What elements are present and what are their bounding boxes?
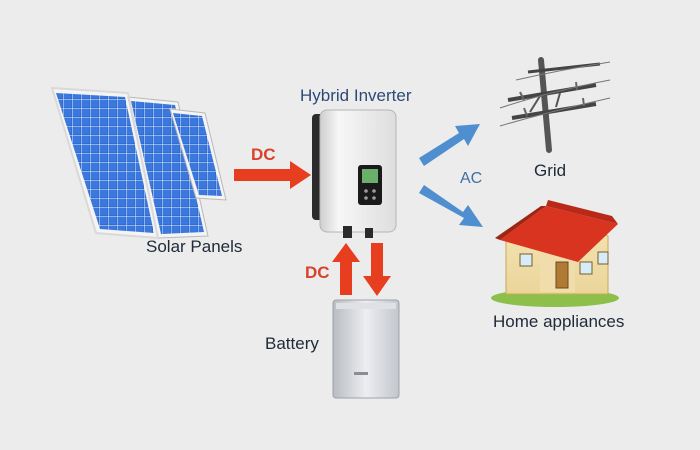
inverter-label: Hybrid Inverter — [300, 86, 412, 105]
dc-label-bottom: DC — [305, 263, 330, 282]
hybrid-inverter-icon — [312, 109, 397, 238]
dc-arrow-down — [363, 243, 391, 296]
house-icon — [491, 200, 619, 307]
grid-label: Grid — [534, 161, 567, 180]
dc-arrow-up — [332, 243, 360, 295]
home-appliances-label: Home appliances — [493, 312, 625, 331]
ac-arrow-to-grid — [419, 124, 480, 166]
ac-label: AC — [460, 170, 483, 187]
power-pole-icon — [499, 57, 611, 153]
solar-panels-label: Solar Panels — [146, 237, 243, 256]
dc-label-top: DC — [251, 145, 276, 164]
battery-label: Battery — [265, 334, 319, 353]
ac-arrow-to-home — [419, 185, 483, 227]
dc-arrow-to-inverter — [234, 161, 311, 189]
battery-icon — [332, 299, 400, 399]
solar-panel-icon — [50, 86, 227, 240]
